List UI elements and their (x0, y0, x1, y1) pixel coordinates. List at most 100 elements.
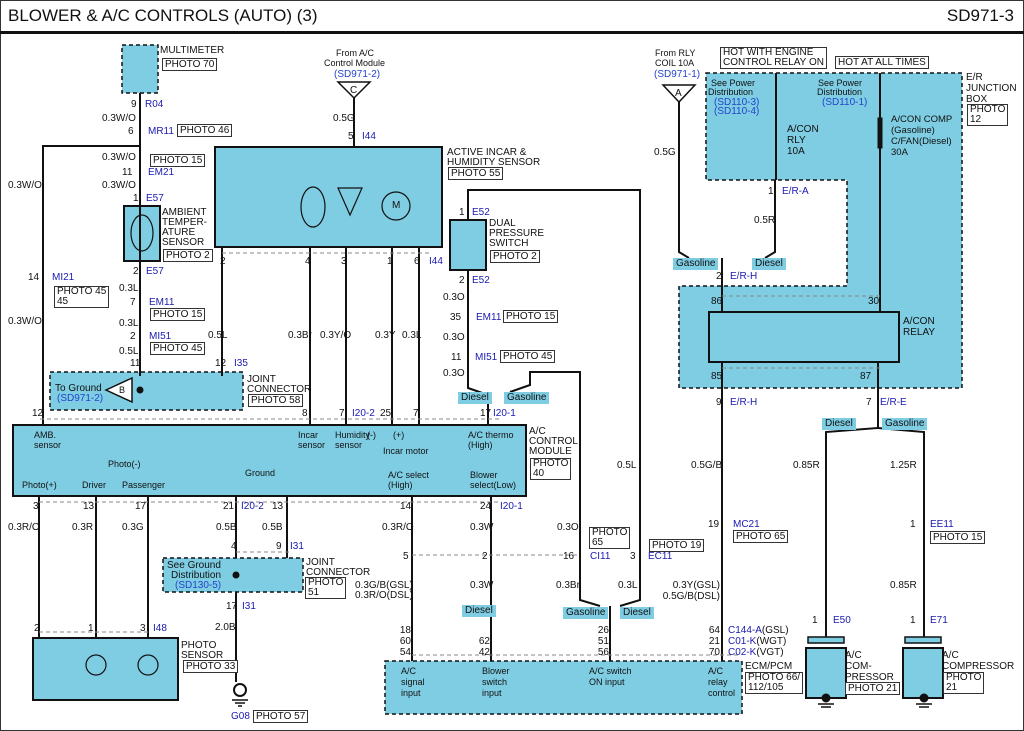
connector-e52[interactable]: E52 (472, 207, 490, 218)
connector-i48[interactable]: I48 (153, 623, 167, 634)
connector-e52[interactable]: E52 (472, 275, 490, 286)
connector-era[interactable]: E/R-A (782, 186, 809, 197)
ambient-photo[interactable]: PHOTO 2 (163, 249, 213, 262)
wire-label: 0.3W/O (8, 180, 42, 191)
connector-ere[interactable]: E/R-E (880, 397, 907, 408)
connector-mc21[interactable]: MC21 (733, 519, 760, 530)
pin-label: 9 (276, 541, 282, 552)
ground-ref[interactable]: (SD971-2) (57, 393, 104, 404)
compressor1-box (805, 647, 847, 699)
power-ref-1b[interactable]: (SD110-4) (714, 106, 760, 117)
compressor2-cap (904, 636, 942, 644)
ground-dist-ref[interactable]: (SD130-5) (175, 580, 222, 591)
connector-ci11[interactable]: CI11 (590, 551, 611, 562)
connector-e57[interactable]: E57 (146, 266, 164, 277)
incar-photo[interactable]: PHOTO 55 (448, 167, 504, 180)
tag-diesel: Diesel (458, 392, 492, 404)
see-power-1a: See Power (711, 78, 756, 88)
connector-em11[interactable]: EM11 (149, 297, 175, 308)
wire-label: 1.25R (890, 460, 917, 471)
connector-erh[interactable]: E/R-H (730, 271, 758, 282)
blower-select-label-1: Blower (470, 470, 498, 480)
connector-c144a[interactable]: C144-A (728, 625, 762, 636)
pin-label: 12 (32, 408, 44, 419)
connector-e57[interactable]: E57 (146, 193, 164, 204)
connector-e50[interactable]: E50 (833, 615, 851, 626)
pin-label: 2 (482, 551, 488, 562)
wire-label: 0.3L (402, 330, 422, 341)
amb-label-2: sensor (34, 440, 62, 450)
connector-e71[interactable]: E71 (930, 615, 948, 626)
connector-i44[interactable]: I44 (429, 256, 443, 267)
tag-gasoline: Gasoline (563, 607, 609, 619)
compressor1-photo[interactable]: PHOTO 21 (845, 682, 901, 695)
from-ac-ref[interactable]: (SD971-2) (334, 69, 381, 80)
connector-em11[interactable]: EM11 (476, 312, 502, 323)
connector-i20-2[interactable]: I20-2 (352, 408, 375, 419)
power-ref-2[interactable]: (SD110-1) (822, 97, 868, 108)
connector-c01k[interactable]: C01-K (728, 636, 757, 647)
g08-photo[interactable]: PHOTO 57 (253, 710, 309, 723)
wire-label: 0.3L (119, 283, 139, 294)
ambient-label-4: SENSOR (162, 237, 205, 248)
connector-r04[interactable]: R04 (145, 99, 164, 110)
compressor1-cap (807, 636, 845, 644)
dp-photo[interactable]: PHOTO 2 (490, 250, 540, 263)
wire-label: 0.5L (208, 330, 228, 341)
ac-select-label-2: (High) (388, 480, 413, 490)
mi51-photo[interactable]: PHOTO 45 (500, 350, 556, 363)
connector-erh[interactable]: E/R-H (730, 397, 758, 408)
mi51-photo[interactable]: PHOTO 45 (150, 342, 206, 355)
connector-i31[interactable]: I31 (242, 601, 256, 612)
photo-sensor-photo[interactable]: PHOTO 33 (183, 660, 239, 673)
mc21-photo[interactable]: PHOTO 65 (733, 530, 789, 543)
em11-photo[interactable]: PHOTO 15 (150, 308, 206, 321)
pin-label: 17 (226, 601, 238, 612)
mr11-photo[interactable]: PHOTO 46 (177, 124, 233, 137)
fuse-30a (877, 117, 883, 149)
joint-photo[interactable]: PHOTO 58 (248, 394, 304, 407)
amplifier-triangle (337, 187, 363, 217)
connector-mi51[interactable]: MI51 (149, 331, 172, 342)
connector-em21[interactable]: EM21 (148, 167, 175, 178)
connector-i20-1[interactable]: I20-1 (500, 501, 523, 512)
ground-g08: G08 (231, 711, 250, 722)
wire-ec11 (619, 555, 641, 607)
em11-photo[interactable]: PHOTO 15 (503, 310, 559, 323)
connector-c02k[interactable]: C02-K (728, 647, 757, 658)
ee11-photo[interactable]: PHOTO 15 (930, 531, 986, 544)
connector-i35[interactable]: I35 (234, 358, 248, 369)
connector-i44[interactable]: I44 (362, 131, 376, 142)
em21-photo[interactable]: PHOTO 15 (150, 154, 206, 167)
incar-label-2: HUMIDITY SENSOR (447, 157, 541, 168)
from-rly-ref[interactable]: (SD971-1) (654, 69, 701, 80)
connector-i31[interactable]: I31 (290, 541, 304, 552)
humidity-label-2: sensor (335, 440, 363, 450)
wire-label: 0.85R (890, 580, 917, 591)
tag-diesel: Diesel (620, 607, 654, 619)
photo-sensor-label-1: PHOTO (181, 640, 217, 651)
connector-mi51[interactable]: MI51 (475, 352, 498, 363)
ec11-photo[interactable]: PHOTO 19 (649, 539, 705, 552)
power-ref-1a[interactable]: (SD110-3) (714, 97, 760, 108)
connector-i20-1[interactable]: I20-1 (493, 408, 516, 419)
multimeter-photo[interactable]: PHOTO 70 (162, 58, 218, 71)
connector-i20-2[interactable]: I20-2 (241, 501, 264, 512)
connector-mi21[interactable]: MI21 (52, 272, 75, 283)
connector-mr11[interactable]: MR11 (148, 126, 174, 137)
wire-label: 0.3R/O(DSL) (355, 590, 413, 601)
connector-ec11[interactable]: EC11 (648, 551, 673, 562)
connector-ee11[interactable]: EE11 (930, 519, 954, 530)
ecm-photo[interactable]: PHOTO 66/112/105 (745, 672, 804, 694)
connector-dashline (39, 252, 880, 656)
ac-select-label-1: A/C select (388, 470, 430, 480)
humidity-label-1: Humidity (335, 430, 371, 440)
